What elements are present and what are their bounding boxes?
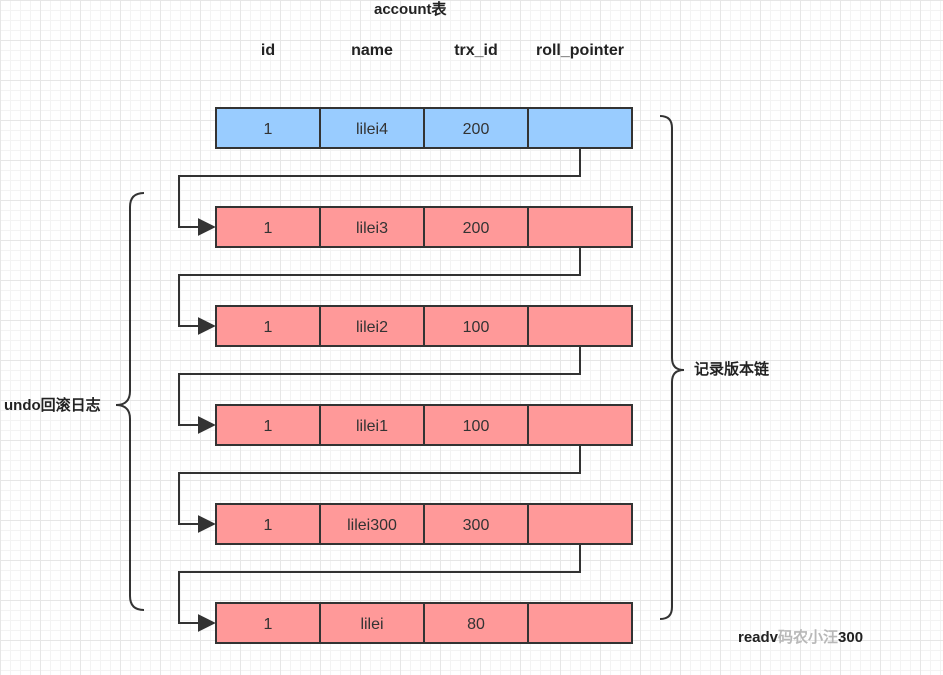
roll-pointer-arrow: [178, 445, 581, 533]
version-row: 1 lilei3 200: [215, 206, 633, 248]
cell-trx-id-text: 200: [463, 121, 490, 138]
roll-pointer-arrow: [178, 148, 581, 236]
cell-trx-id: [423, 107, 529, 149]
watermark-suffix: 300: [838, 629, 864, 646]
cell-trx-id-text: 80: [467, 616, 485, 633]
cell-trx-id: [423, 305, 529, 347]
cell-roll-pointer: [527, 404, 633, 446]
cell-id-text: 1: [264, 517, 273, 534]
cell-id-text: 1: [264, 220, 273, 237]
cell-id-text: 1: [264, 319, 273, 336]
cell-name-text: lilei4: [356, 121, 388, 138]
cell-roll-pointer: [527, 305, 633, 347]
watermark-overlay: 码农小汪: [778, 629, 839, 646]
cell-id: [215, 503, 321, 545]
cell-name-text: lilei1: [356, 418, 388, 435]
version-row: 1 lilei2 100: [215, 305, 633, 347]
cell-name-text: lilei3: [356, 220, 388, 237]
version-row: 1 lilei4 200: [215, 107, 633, 149]
undo-log-brace: [115, 192, 145, 611]
cell-trx-id: [423, 503, 529, 545]
undo-log-label: undo回滚日志: [4, 397, 101, 414]
cell-id-text: 1: [264, 616, 273, 633]
cell-trx-id-text: 300: [463, 517, 490, 534]
version-chain-label: 记录版本链: [694, 361, 770, 378]
roll-pointer-arrow: [178, 346, 581, 434]
cell-id-text: 1: [264, 418, 273, 435]
cell-id-text: 1: [264, 121, 273, 138]
column-header-trx-id: trx_id: [454, 42, 498, 59]
cell-roll-pointer: [527, 503, 633, 545]
roll-pointer-arrow: [178, 544, 581, 632]
column-header-id: id: [260, 42, 276, 59]
cell-name: [319, 404, 425, 446]
cell-name-text: lilei300: [347, 517, 397, 534]
cell-roll-pointer: [527, 107, 633, 149]
version-row: 1 lilei1 100: [215, 404, 633, 446]
cell-trx-id: [423, 602, 529, 644]
cell-trx-id-text: 100: [463, 319, 490, 336]
cell-name-text: lilei: [360, 616, 383, 633]
cell-trx-id-text: 100: [463, 418, 490, 435]
watermark: readv码农小汪300: [738, 626, 863, 647]
version-row: 1 lilei 80: [215, 602, 633, 644]
table-title: account表: [374, 1, 447, 18]
roll-pointer-arrow: [178, 247, 581, 335]
version-chain-brace: [659, 115, 685, 620]
column-header-roll-pointer: roll_pointer: [535, 42, 624, 59]
cell-name: [319, 206, 425, 248]
cell-name-text: lilei2: [356, 319, 388, 336]
cell-roll-pointer: [527, 602, 633, 644]
cell-id: [215, 305, 321, 347]
cell-roll-pointer: [527, 206, 633, 248]
cell-id: [215, 602, 321, 644]
column-header-name: name: [351, 42, 393, 59]
version-row: 1 lilei300 300: [215, 503, 633, 545]
watermark-prefix: readv: [738, 629, 779, 646]
cell-trx-id-text: 200: [463, 220, 490, 237]
